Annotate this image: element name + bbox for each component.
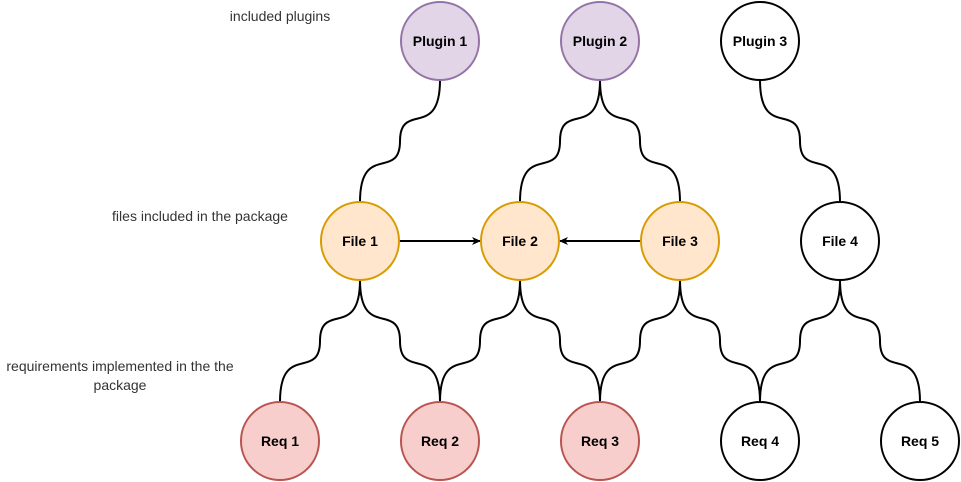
node-label: Req 1 xyxy=(261,433,299,449)
edge-file2-req2 xyxy=(439,279,521,403)
node-req4: Req 4 xyxy=(720,401,800,481)
node-file3: File 3 xyxy=(640,201,720,281)
node-circle xyxy=(560,1,640,81)
node-label: File 3 xyxy=(662,233,698,249)
edges-layer xyxy=(279,79,921,403)
node-req2: Req 2 xyxy=(400,401,480,481)
edge-plugin2-file2 xyxy=(519,79,601,203)
node-label: Req 2 xyxy=(421,433,459,449)
node-circle xyxy=(400,401,480,481)
node-plugin2: Plugin 2 xyxy=(560,1,640,81)
node-req3: Req 3 xyxy=(560,401,640,481)
node-file1: File 1 xyxy=(320,201,400,281)
nodes-layer: Plugin 1 Plugin 2 Plugin 3 File 1 File 2 File… xyxy=(240,1,960,481)
edge-plugin2-file3 xyxy=(599,79,681,203)
node-circle xyxy=(640,201,720,281)
node-circle xyxy=(400,1,480,81)
node-label: Plugin 1 xyxy=(413,33,468,49)
edge-file1-req1 xyxy=(279,279,361,403)
node-circle xyxy=(880,401,960,481)
edge-plugin3-file4 xyxy=(759,79,841,203)
node-circle xyxy=(720,401,800,481)
node-plugin1: Plugin 1 xyxy=(400,1,480,81)
node-label: File 2 xyxy=(502,233,538,249)
node-req5: Req 5 xyxy=(880,401,960,481)
edge-file4-req4 xyxy=(759,279,841,403)
node-label: Plugin 3 xyxy=(733,33,788,49)
node-label: Plugin 2 xyxy=(573,33,628,49)
node-label: File 1 xyxy=(342,233,378,249)
node-label: Req 5 xyxy=(901,433,939,449)
node-circle xyxy=(560,401,640,481)
node-file4: File 4 xyxy=(800,201,880,281)
edge-file1-req2 xyxy=(359,279,441,403)
files-row-label: files included in the package xyxy=(112,208,288,224)
node-label: File 4 xyxy=(822,233,858,249)
node-circle xyxy=(720,1,800,81)
node-plugin3: Plugin 3 xyxy=(720,1,800,81)
edge-plugin1-file1 xyxy=(359,79,441,203)
node-circle xyxy=(480,201,560,281)
node-label: Req 4 xyxy=(741,433,779,449)
node-circle xyxy=(240,401,320,481)
edge-file4-req5 xyxy=(839,279,921,403)
edge-file3-req3 xyxy=(599,279,681,403)
node-circle xyxy=(320,201,400,281)
node-file2: File 2 xyxy=(480,201,560,281)
node-circle xyxy=(800,201,880,281)
node-req1: Req 1 xyxy=(240,401,320,481)
requirements-row-label: requirements implemented in the the pack… xyxy=(6,358,234,393)
node-label: Req 3 xyxy=(581,433,619,449)
plugins-row-label: included plugins xyxy=(229,8,331,24)
edge-file2-req3 xyxy=(519,279,601,403)
edge-file3-req4 xyxy=(679,279,761,403)
